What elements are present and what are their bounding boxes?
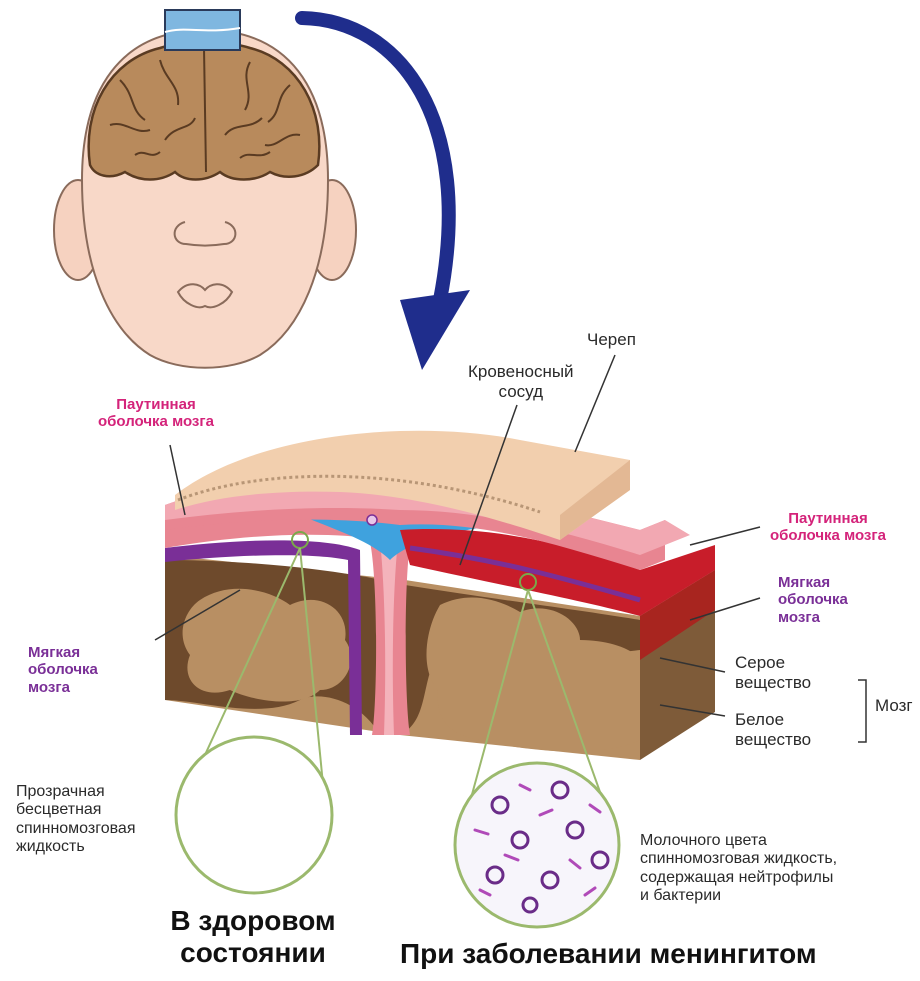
label-gray-matter: Серое вещество <box>735 653 811 692</box>
label-healthy-fluid: Прозрачная бесцветная спинномозговая жид… <box>16 783 136 857</box>
label-skull: Череп <box>587 330 636 350</box>
brain-bracket <box>858 680 866 742</box>
label-brain: Мозг <box>875 696 913 716</box>
label-vessel: Кровеносный сосуд <box>468 362 574 401</box>
label-pia-right: Мягкая оболочка мозга <box>778 574 848 626</box>
caption-meningitis: При заболевании менингитом <box>400 938 850 970</box>
label-arachnoid-left: Паутинная оболочка мозга <box>98 396 214 431</box>
caption-healthy: В здоровом состоянии <box>148 905 358 969</box>
label-infected-fluid: Молочного цвета спинномозговая жидкость,… <box>640 832 837 906</box>
label-arachnoid-right: Паутинная оболочка мозга <box>770 510 886 545</box>
arrow-head-icon <box>400 290 470 370</box>
label-white-matter: Белое вещество <box>735 710 811 749</box>
cross-section <box>165 431 715 760</box>
head-illustration <box>54 10 470 370</box>
label-pia-left: Мягкая оболочка мозга <box>28 644 98 696</box>
